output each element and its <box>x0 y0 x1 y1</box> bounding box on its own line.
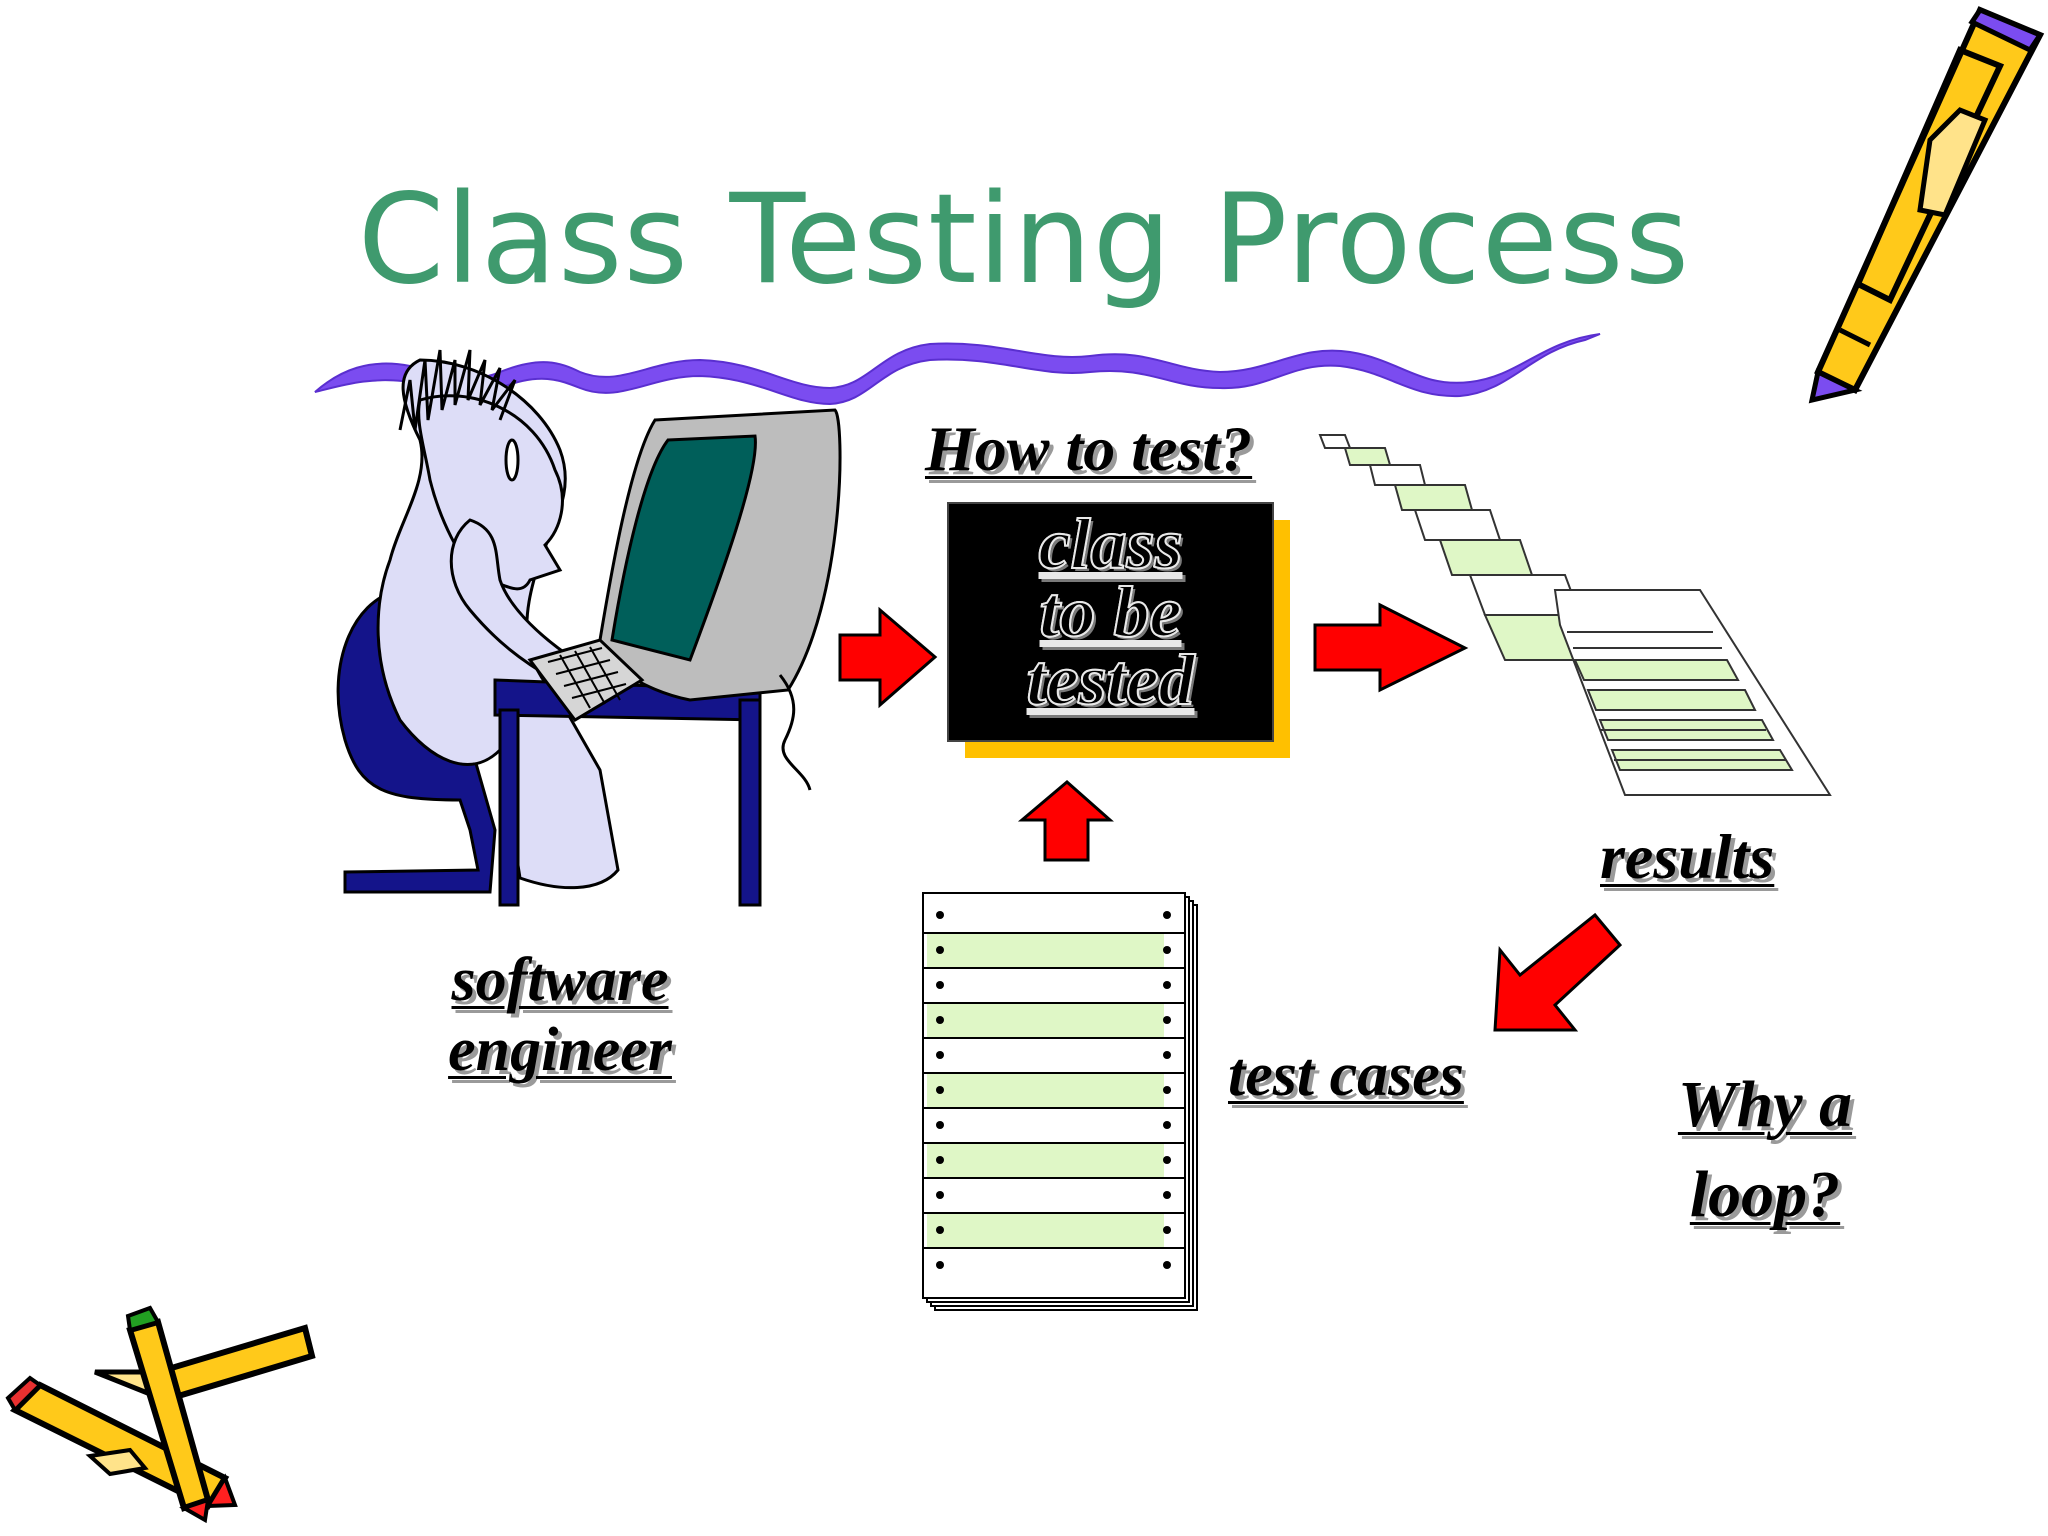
engineer-label-line-1: software <box>425 945 695 1015</box>
arrow-results-to-testcases <box>1495 915 1620 1030</box>
why-a-loop-label: Why a loop? <box>1660 1060 1870 1240</box>
crossed-pencils-icon <box>8 1308 312 1520</box>
test-cases-stack <box>923 893 1197 1310</box>
software-engineer-label: software engineer <box>425 945 695 1085</box>
test-cases-label: test cases <box>1228 1040 1464 1111</box>
results-label: results <box>1600 820 1774 894</box>
loop-label-line-2: loop? <box>1660 1150 1870 1240</box>
loop-label-line-1: Why a <box>1660 1060 1870 1150</box>
engineer-label-line-2: engineer <box>425 1015 695 1085</box>
class-box-line-2: to be <box>948 578 1273 646</box>
arrow-testcases-to-class <box>1022 782 1110 860</box>
class-box-line-3: tested <box>948 646 1273 714</box>
arrow-engineer-to-class <box>840 610 935 705</box>
pencil-icon <box>1812 10 2040 400</box>
class-box-text: class to be tested <box>948 510 1273 714</box>
how-to-test-label: How to test? <box>925 412 1252 486</box>
arrow-class-to-results <box>1315 605 1465 690</box>
class-box-line-1: class <box>948 510 1273 578</box>
software-engineer-illustration <box>338 350 840 905</box>
